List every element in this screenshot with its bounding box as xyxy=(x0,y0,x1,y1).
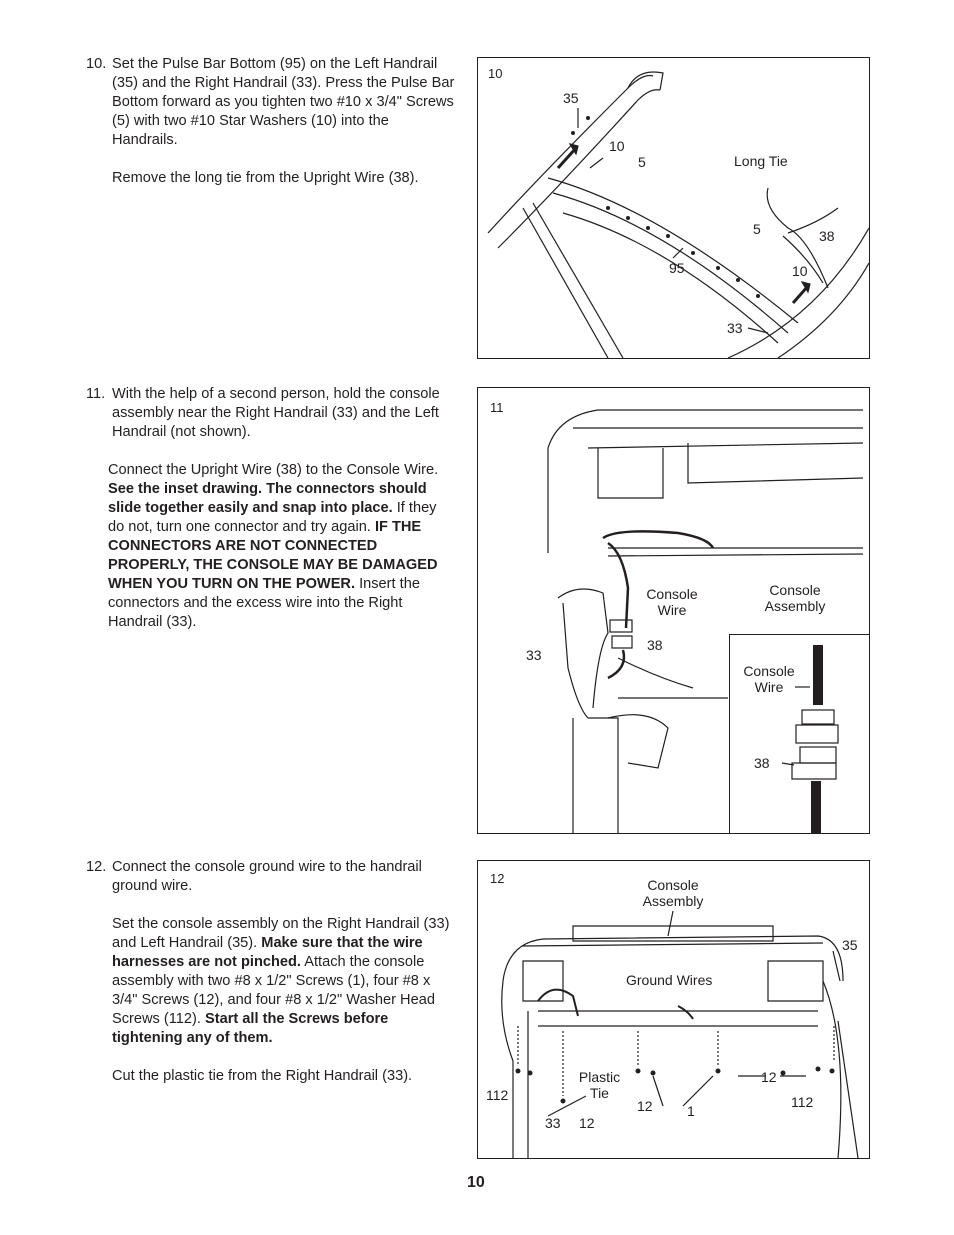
inset-drawing: Console Wire 38 xyxy=(729,634,869,833)
label-35: 35 xyxy=(563,90,579,106)
label-long-tie: Long Tie xyxy=(734,153,788,169)
label-112: 112 xyxy=(486,1087,509,1103)
inset-connector-drawing xyxy=(781,645,839,833)
label-ground-wires: Ground Wires xyxy=(626,972,713,988)
label-12: 12 xyxy=(637,1098,653,1114)
text-run: If they do not, turn one connector and t… xyxy=(108,500,437,535)
label-112: 112 xyxy=(791,1094,814,1110)
label-console-wire: Console Wire xyxy=(646,586,698,618)
label-38: 38 xyxy=(754,755,770,771)
bold-text-run: Make sure that the wire harnesses are no… xyxy=(112,935,423,970)
figure-number: 12 xyxy=(490,871,505,886)
step-12: 12. Connect the console ground wire to t… xyxy=(86,858,456,1086)
label-1: 1 xyxy=(687,1103,695,1119)
label-5: 5 xyxy=(753,221,761,237)
label-console-assembly: Console Assembly xyxy=(764,582,826,614)
step-text: Set the console assembly on the Right Ha… xyxy=(86,915,456,1048)
step-text: With the help of a second person, hold t… xyxy=(112,386,440,440)
step-number: 11. xyxy=(86,386,106,402)
step-text: Remove the long tie from the Upright Wir… xyxy=(112,170,419,186)
step-text: Connect the console ground wire to the h… xyxy=(112,859,422,894)
label-10: 10 xyxy=(792,263,808,279)
label-console-assembly: Console Assembly xyxy=(642,877,704,909)
label-33: 33 xyxy=(727,320,743,336)
label-33: 33 xyxy=(526,647,542,663)
step-text: Connect the Upright Wire (38) to the Con… xyxy=(86,461,456,632)
figure-10-drawing xyxy=(487,71,869,358)
warning-text: IF THE CONNECTORS ARE NOT CONNECTED PROP… xyxy=(108,519,438,592)
bold-text-run: See the inset drawing. The connectors sh… xyxy=(108,481,427,516)
step-text: Set the Pulse Bar Bottom (95) on the Lef… xyxy=(112,56,455,148)
label-12: 12 xyxy=(579,1115,595,1131)
label-95: 95 xyxy=(669,260,685,276)
figure-number: 11 xyxy=(490,400,504,415)
text-run: Attach the console assembly with two #8 … xyxy=(112,954,435,1027)
bold-text-run: Start all the Screws before tightening a… xyxy=(112,1011,389,1046)
step-number: 12. xyxy=(86,859,107,875)
label-33: 33 xyxy=(545,1115,561,1131)
label-plastic-tie: Plastic Tie xyxy=(578,1069,621,1101)
figure-12-drawing xyxy=(501,910,859,1158)
step-10: 10. Set the Pulse Bar Bottom (95) on the… xyxy=(86,55,456,188)
label-5: 5 xyxy=(638,154,646,170)
step-number: 10. xyxy=(86,56,107,72)
step-11: 11. With the help of a second person, ho… xyxy=(86,385,456,632)
text-run: Insert the connectors and the excess wir… xyxy=(108,576,420,630)
step-text: Cut the plastic tie from the Right Handr… xyxy=(112,1068,413,1084)
text-run: Set the console assembly on the Right Ha… xyxy=(112,916,450,951)
figure-number: 10 xyxy=(488,66,503,81)
figure-12: 12 Console Assembly 35 Ground Wires Plas… xyxy=(477,860,870,1159)
label-38: 38 xyxy=(647,637,663,653)
label-38: 38 xyxy=(819,228,835,244)
label-35: 35 xyxy=(842,937,858,953)
figure-11: 11 Console Wire Console Assembly 38 33 C… xyxy=(477,387,870,834)
label-10: 10 xyxy=(609,138,625,154)
figure-10: 10 35 10 5 Long Tie 5 38 10 95 33 xyxy=(477,57,870,359)
figure-11-drawing xyxy=(547,409,864,833)
text-run: Connect the Upright Wire (38) to the Con… xyxy=(108,462,439,478)
page-number: 10 xyxy=(467,1174,485,1191)
label-console-wire: Console Wire xyxy=(743,663,795,695)
label-12: 12 xyxy=(761,1069,777,1085)
